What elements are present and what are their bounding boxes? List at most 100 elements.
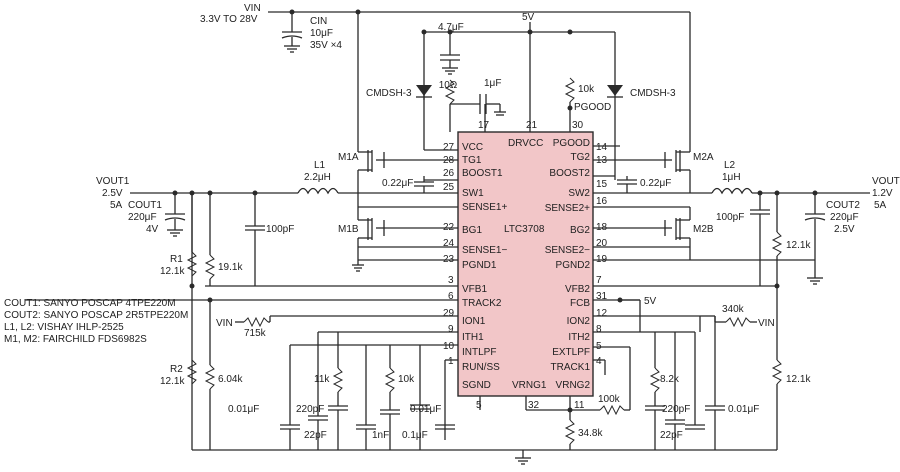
chip-left-pin-label: BOOST1 xyxy=(462,168,503,179)
mosfet-m1a xyxy=(357,142,385,193)
mosfet-m2b xyxy=(664,207,691,260)
ith1-network xyxy=(280,331,348,450)
pgood-net-label: PGOOD xyxy=(574,102,611,113)
m1b-label: M1B xyxy=(338,224,359,235)
chip-name: LTC3708 xyxy=(504,224,545,235)
chip-left-pin-num: 1 xyxy=(448,356,454,367)
r-12k1-right-lower-label: 12.1k xyxy=(786,374,811,385)
chip-bottom-pin-1-num: 5 xyxy=(476,400,482,411)
l1-name: L1 xyxy=(314,160,326,171)
cin-name: CIN xyxy=(310,16,327,27)
r-10k-ith-label: 10k xyxy=(398,374,415,385)
c-22p-right-label: 22pF xyxy=(660,430,683,441)
vout2-voltage: 1.2V xyxy=(872,188,893,199)
c-22p-left-label: 22pF xyxy=(304,430,327,441)
chip-top-pin-1-label: DRVCC xyxy=(508,138,543,149)
note-inductors: L1, L2: VISHAY IHLP-2525 xyxy=(4,322,124,333)
chip-right-pin-label: EXTLPF xyxy=(552,347,590,358)
m1a-label: M1A xyxy=(338,152,359,163)
diode-right xyxy=(607,85,623,180)
c-001u-left-label: 0.01μF xyxy=(228,404,259,415)
r-8k2-label: 8.2k xyxy=(660,374,680,385)
right-pin-wires xyxy=(593,145,775,361)
vcc-rail xyxy=(421,22,616,150)
chip-right-pin-label: SENSE2− xyxy=(545,245,590,256)
chip-left-pin-num: 26 xyxy=(443,168,455,179)
diode-left-label: CMDSH-3 xyxy=(366,88,412,99)
mosfet-m1b xyxy=(352,207,385,272)
cin-capacitor xyxy=(281,12,303,53)
l1-value: 2.2μH xyxy=(304,172,331,183)
chip-left-pin-num: 6 xyxy=(448,291,454,302)
r1-value: 12.1k xyxy=(160,266,185,277)
chip-left-pin-num: 29 xyxy=(443,308,455,319)
chip-left-pin-label: INTLPF xyxy=(462,347,496,358)
ion2-resistor xyxy=(700,315,757,328)
cin-voltage: 35V ×4 xyxy=(310,40,342,51)
cout2-voltage: 2.5V xyxy=(834,224,855,235)
cout2-name: COUT2 xyxy=(826,200,860,211)
note-cout1: COUT1: SANYO POSCAP 4TPE220M xyxy=(4,298,176,309)
c-220p-left-label: 220pF xyxy=(296,404,324,415)
chip-right-pin-num: 15 xyxy=(596,179,608,190)
chip-left-pin-label: VFB1 xyxy=(462,284,487,295)
chip-right-pin-label: ITH2 xyxy=(568,332,590,343)
c-01u-label: 0.1μF xyxy=(402,430,428,441)
chip-right-pin-num: 14 xyxy=(596,142,608,153)
ion1-resistor xyxy=(235,316,271,328)
r-100k-label: 100k xyxy=(598,394,621,405)
cap-4u7-label: 4.7μF xyxy=(438,22,464,33)
chip-left-pin-num: 24 xyxy=(443,238,455,249)
chip-left-pin-label: SGND xyxy=(462,380,491,391)
mosfet-m2a xyxy=(664,142,691,193)
c-1n-label: 1nF xyxy=(372,430,389,441)
ground-rail xyxy=(192,396,775,465)
r-10k-pg-label: 10k xyxy=(578,84,595,95)
chip-right-pin-label: SENSE2+ xyxy=(545,203,590,214)
vin-rail xyxy=(268,9,691,142)
vin-top-label: VIN xyxy=(244,3,261,14)
c-1u-label: 1μF xyxy=(484,78,501,89)
vout2-name: VOUT2 xyxy=(872,176,900,187)
vout1-name: VOUT1 xyxy=(96,176,130,187)
chip-bottom-pin-2-label: VRNG1 xyxy=(512,380,547,391)
chip-right-pin-label: TRACK1 xyxy=(551,362,591,373)
chip-left-pin-label: TRACK2 xyxy=(462,298,502,309)
cout2-value: 220μF xyxy=(830,212,859,223)
r-10ohm-label: 10Ω xyxy=(439,80,458,91)
chip-left-pin-num: 3 xyxy=(448,275,454,286)
ltc3708-chip xyxy=(457,131,594,397)
chip-left-pin-num: 27 xyxy=(443,142,455,153)
r-6k04-label: 6.04k xyxy=(218,374,243,385)
vin-left-label: VIN xyxy=(216,318,233,329)
chip-left-pins: 27 VCC 28 TG1 26 BOOST1 25 SW1 SENSE1+ 2… xyxy=(443,142,507,391)
vout2-current: 5A xyxy=(874,200,887,211)
chip-right-pin-num: 12 xyxy=(596,308,608,319)
r1-name: R1 xyxy=(170,254,183,265)
chip-right-pin-label: TG2 xyxy=(571,152,591,163)
r-19k1-label: 19.1k xyxy=(218,262,243,273)
chip-right-pin-num: 4 xyxy=(596,356,602,367)
chip-right-pin-label: PGND2 xyxy=(556,260,591,271)
chip-left-pin-label: RUN/SS xyxy=(462,362,500,373)
chip-right-pin-num: 16 xyxy=(596,196,608,207)
pgood-pullup xyxy=(564,77,576,132)
track1-resistor xyxy=(570,347,631,416)
fcb-5v xyxy=(617,297,640,303)
l2-name: L2 xyxy=(724,160,736,171)
chip-left-pin-label: SENSE1+ xyxy=(462,202,507,213)
cin-value: 10μF xyxy=(310,28,333,39)
r-34k8-label: 34.8k xyxy=(578,428,603,439)
c-100p-right-label: 100pF xyxy=(716,212,744,223)
chip-top-pin-2-num: 21 xyxy=(526,120,538,131)
r1-r2-divider xyxy=(186,193,216,450)
chip-right-pin-num: 31 xyxy=(596,291,608,302)
chip-bottom-pin-2-num: 32 xyxy=(528,400,540,411)
r-340k-label: 340k xyxy=(722,304,745,315)
chip-right-pin-label: BOOST2 xyxy=(549,168,590,179)
note-cout2: COUT2: SANYO POSCAP 2R5TPE220M xyxy=(4,310,188,321)
rail-5v-top-label: 5V xyxy=(522,12,535,23)
chip-right-pins: 14 PGOOD 13 TG2 15 BOOST2 16 SW2 SENSE2+… xyxy=(545,138,608,391)
chip-right-pin-label: PGOOD xyxy=(553,138,590,149)
